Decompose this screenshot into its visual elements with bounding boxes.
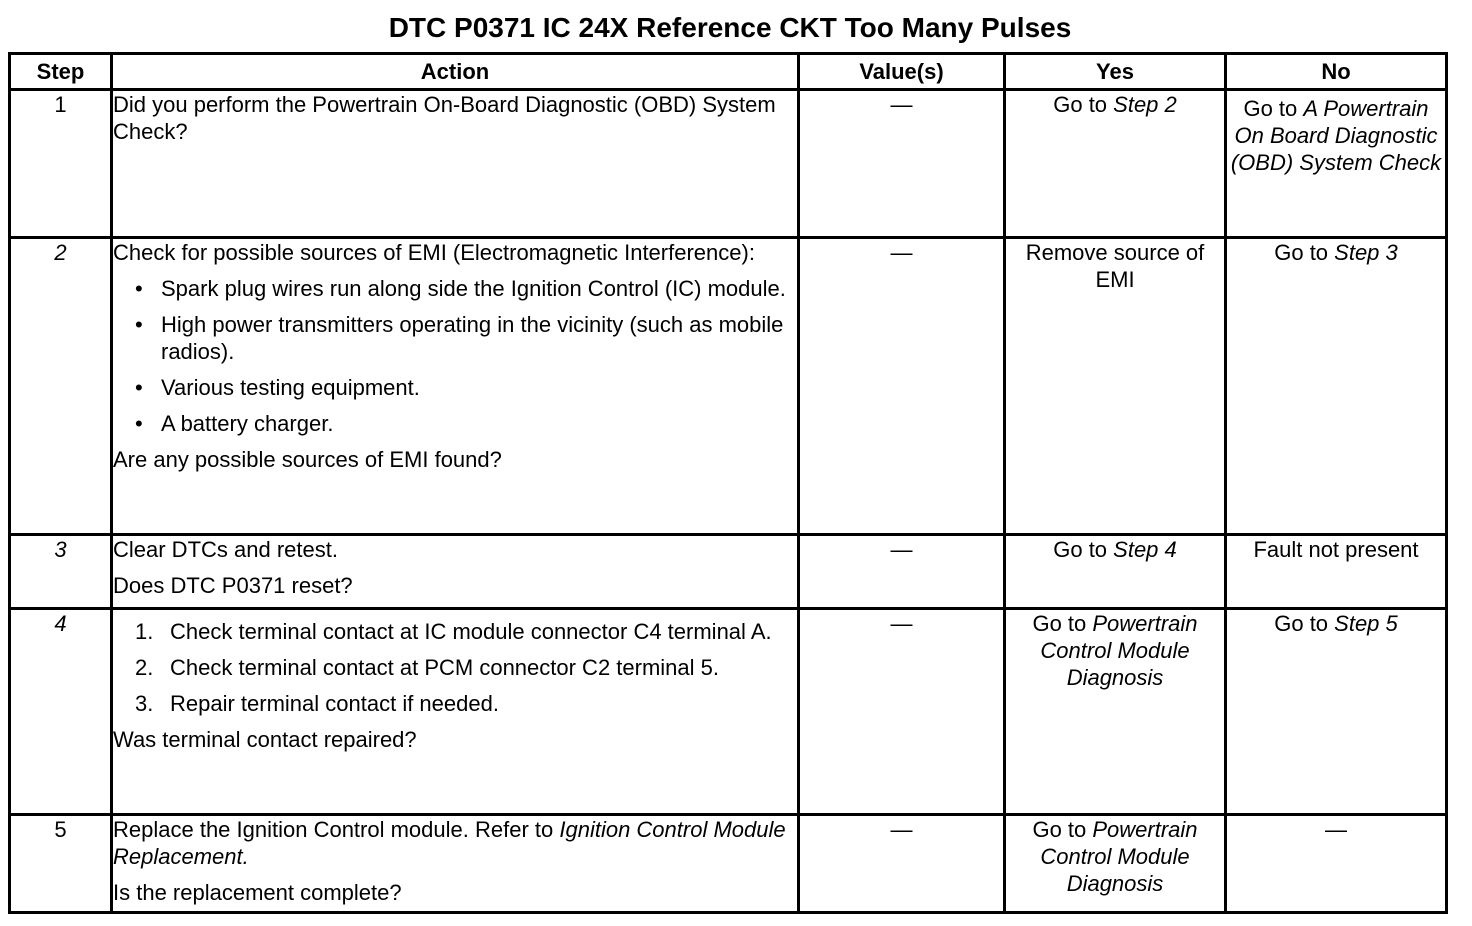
action-text: Replace the Ignition Control module. Ref…: [113, 816, 797, 870]
value-cell: —: [797, 236, 1006, 536]
yes-cell: Go to Step 2: [1003, 88, 1227, 239]
header-step: Step: [8, 52, 113, 91]
header-yes: Yes: [1003, 52, 1227, 91]
list-item: 1. Check terminal contact at IC module co…: [113, 618, 797, 645]
action-cell: Did you perform the Powertrain On-Board …: [110, 88, 800, 239]
yes-cell: Remove source of EMI: [1003, 236, 1227, 536]
value-cell: —: [797, 607, 1006, 816]
step-number: 4: [8, 607, 113, 816]
yes-cell: Go to Powertrain Control Module Diagnosi…: [1003, 813, 1227, 914]
no-link[interactable]: Step 3: [1334, 240, 1398, 265]
no-cell: Fault not present: [1224, 533, 1448, 610]
header-value: Value(s): [797, 52, 1006, 91]
yes-prefix: Go to: [1032, 611, 1093, 636]
action-text: Clear DTCs and retest.: [113, 537, 338, 562]
action-question: Is the replacement complete?: [113, 880, 402, 905]
list-number: 3.: [135, 691, 154, 716]
action-question: Was terminal contact repaired?: [113, 727, 417, 752]
action-cell: 1. Check terminal contact at IC module co…: [110, 607, 800, 816]
list-item: Spark plug wires run along side the Igni…: [113, 275, 797, 302]
yes-link[interactable]: Step 2: [1113, 92, 1177, 117]
yes-prefix: Go to: [1032, 817, 1093, 842]
action-cell: Check for possible sources of EMI (Elect…: [110, 236, 800, 536]
yes-cell: Go to Step 4: [1003, 533, 1227, 610]
yes-cell: Go to Powertrain Control Module Diagnosi…: [1003, 607, 1227, 816]
list-text: Check terminal contact at IC module conn…: [170, 619, 772, 644]
list-item: A battery charger.: [113, 410, 797, 437]
no-link[interactable]: A Powertrain On Board Diagnostic (OBD) S…: [1230, 96, 1442, 175]
action-cell: Replace the Ignition Control module. Ref…: [110, 813, 800, 914]
table-row: 1 Did you perform the Powertrain On-Boar…: [8, 88, 1448, 239]
action-question: Are any possible sources of EMI found?: [113, 447, 502, 472]
diagnostic-table: Step Action Value(s) Yes No 1 Did you pe…: [8, 52, 1448, 914]
no-link[interactable]: Step 5: [1334, 611, 1398, 636]
action-question: Does DTC P0371 reset?: [113, 573, 353, 598]
no-prefix: Go to: [1243, 96, 1304, 121]
action-prefix: Replace the Ignition Control module. Ref…: [113, 817, 560, 842]
no-cell: —: [1224, 813, 1448, 914]
table-row: 4 1. Check terminal contact at IC module …: [8, 607, 1448, 816]
list-number: 1.: [135, 619, 154, 644]
yes-prefix: Go to: [1053, 537, 1114, 562]
yes-link[interactable]: Powertrain Control Module Diagnosis: [1040, 611, 1198, 690]
no-cell: Go to Step 5: [1224, 607, 1448, 816]
step-number: 1: [8, 88, 113, 239]
page-title: DTC P0371 IC 24X Reference CKT Too Many …: [388, 12, 1072, 43]
list-text: Repair terminal contact if needed.: [170, 691, 499, 716]
emi-source-list: Spark plug wires run along side the Igni…: [113, 275, 797, 437]
no-prefix: Go to: [1274, 240, 1335, 265]
list-item: 2. Check terminal contact at PCM connecto…: [113, 654, 797, 681]
table-row: 3 Clear DTCs and retest. Does DTC P0371 …: [8, 533, 1448, 610]
procedure-list: 1. Check terminal contact at IC module co…: [113, 618, 797, 717]
table-row: 5 Replace the Ignition Control module. R…: [8, 813, 1448, 914]
header-no: No: [1224, 52, 1448, 91]
action-link[interactable]: Ignition Control Module Replacement.: [113, 817, 786, 869]
list-item: High power transmitters operating in the…: [113, 311, 797, 365]
no-cell: Go to Step 3: [1224, 236, 1448, 536]
list-item: 3. Repair terminal contact if needed.: [113, 690, 797, 717]
no-prefix: Go to: [1274, 611, 1335, 636]
value-cell: —: [797, 88, 1006, 239]
yes-link[interactable]: Powertrain Control Module Diagnosis: [1040, 817, 1198, 896]
table-header-row: Step Action Value(s) Yes No: [8, 52, 1448, 91]
yes-link[interactable]: Step 4: [1113, 537, 1177, 562]
action-intro: Check for possible sources of EMI (Elect…: [113, 240, 755, 265]
header-action: Action: [110, 52, 800, 91]
value-cell: —: [797, 813, 1006, 914]
list-number: 2.: [135, 655, 154, 680]
list-item: Various testing equipment.: [113, 374, 797, 401]
step-number: 3: [8, 533, 113, 610]
table-row: 2 Check for possible sources of EMI (Ele…: [8, 236, 1448, 536]
value-cell: —: [797, 533, 1006, 610]
list-text: Check terminal contact at PCM connector …: [170, 655, 720, 680]
yes-prefix: Go to: [1053, 92, 1114, 117]
step-number: 2: [8, 236, 113, 536]
no-cell: Go to A Powertrain On Board Diagnostic (…: [1224, 88, 1448, 239]
step-number: 5: [8, 813, 113, 914]
action-cell: Clear DTCs and retest. Does DTC P0371 re…: [110, 533, 800, 610]
action-text: Did you perform the Powertrain On-Board …: [113, 92, 776, 144]
